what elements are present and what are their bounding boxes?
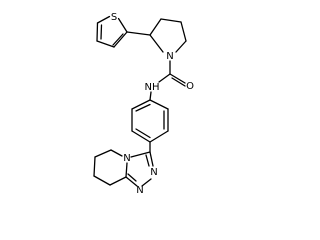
bond-pyrrolidine-c5-n xyxy=(175,40,187,53)
bond-phenyl-3-4 xyxy=(149,130,169,143)
bond-triazole-n2-n1 xyxy=(141,178,152,187)
bond-pyrrolidine-n-c2 xyxy=(149,34,164,53)
bond-phenyl-1-2 xyxy=(149,99,169,110)
molecule-diagram: S N O NH N N N xyxy=(93,12,194,196)
bond-triazole-c8a-n4 xyxy=(125,162,128,178)
bond-triazole-n1-c8a xyxy=(125,176,138,187)
bond-phenyl-4-5-inner xyxy=(135,128,151,139)
bond-thiophene-pyrrolidine xyxy=(126,31,151,36)
bond-triazole-c3-n4 xyxy=(130,151,151,158)
bond-ring-c7-c8 xyxy=(93,175,111,186)
bond-thiophene-c4-c5-inner xyxy=(100,24,103,40)
bond-nh-phenyl xyxy=(149,91,152,101)
atom-label-pyrrolidine-nitrogen: N xyxy=(166,51,173,62)
atom-label-oxygen: O xyxy=(186,81,194,92)
bond-thiophene-c2-c3-inner xyxy=(112,33,124,46)
bond-ring-c5-c6 xyxy=(94,149,112,158)
bond-thiophene-c3-c4 xyxy=(96,40,115,48)
atom-label-triazole-n1: N xyxy=(136,185,143,196)
bond-triazole-c3-n2 xyxy=(149,151,154,167)
bond-triazole-n1-c8a-inner xyxy=(127,173,137,182)
bond-pyrrolidine-c3-c4 xyxy=(160,18,182,23)
bond-ring-n4-c5 xyxy=(110,149,123,157)
atom-label-amide-nh: NH xyxy=(145,82,160,93)
bond-carbonyl-o-2 xyxy=(171,77,186,87)
atom-label-sulfur: S xyxy=(111,12,117,23)
bond-phenyl-6-1-inner xyxy=(135,103,151,112)
bond-thiophene-s-c2 xyxy=(117,17,128,33)
bond-phenyl-4-5 xyxy=(131,130,151,143)
bond-ring-c8-c8a xyxy=(109,176,127,186)
bond-thiophene-c5-s xyxy=(96,15,111,24)
atom-label-triazole-n4: N xyxy=(123,153,130,164)
bond-thiophene-c2-c3 xyxy=(113,31,128,48)
bond-pyrrolidine-c4-c5 xyxy=(180,21,187,42)
bond-carbonyl-o-1 xyxy=(169,73,186,84)
bond-triazole-c3-n2-inner xyxy=(145,154,150,167)
bond-phenyl-6-1 xyxy=(131,99,151,110)
bond-thiophene-c4-c5 xyxy=(96,22,99,42)
bond-ring-c6-c7 xyxy=(93,156,96,177)
bond-carbonyl-nh xyxy=(158,73,171,83)
bonds xyxy=(93,15,187,187)
atom-labels: S N O NH N N N xyxy=(111,12,194,196)
bond-pyrrolidine-c2-c3 xyxy=(149,18,162,36)
atom-label-triazole-n2: N xyxy=(150,167,157,178)
